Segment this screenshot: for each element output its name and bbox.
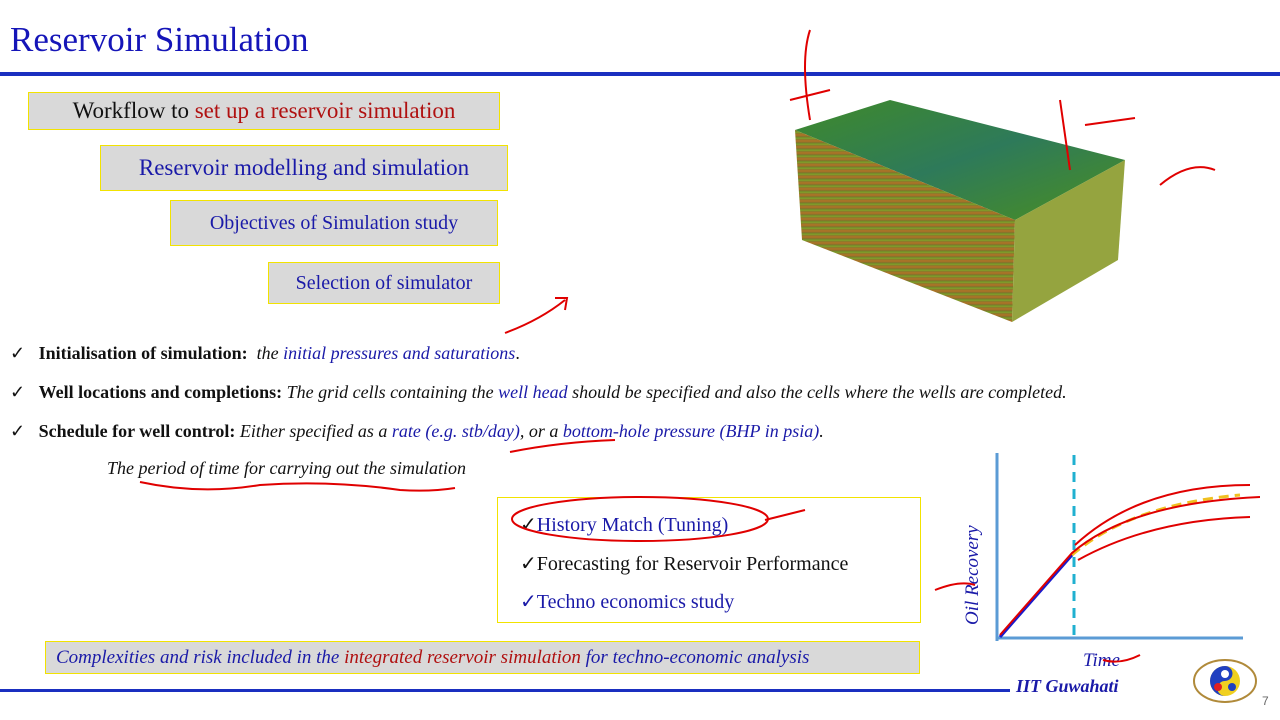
bullet-label: Well locations and completions: [38, 382, 283, 402]
note-highlight: integrated reservoir simulation [344, 646, 581, 668]
workflow-heading-box: Workflow to set up a reservoir simulatio… [28, 92, 500, 130]
reservoir-3d-model-image [795, 100, 1125, 322]
bullet-text: . [515, 343, 520, 363]
bullet-highlight: rate (e.g. stb/day) [391, 421, 520, 441]
bullet-label: Initialisation of simulation: [38, 343, 248, 363]
simulation-uses-box: ✓History Match (Tuning) ✓Forecasting for… [497, 497, 921, 623]
workflow-heading-prefix: Workflow to [72, 98, 195, 123]
check-icon: ✓ [520, 553, 537, 575]
x-axis-label: Time [1083, 650, 1120, 671]
footer-divider [0, 689, 1010, 692]
check-icon: ✓ [520, 514, 537, 536]
bullet-highlight: initial pressures and saturations [283, 343, 516, 363]
period-text: The period of time for carrying out the … [107, 458, 466, 478]
bullet-text: , or a [519, 421, 563, 441]
bullet-text: should be specified and also the cells w… [567, 382, 1067, 402]
bullet-text: the [256, 343, 284, 363]
workflow-step-modelling: Reservoir modelling and simulation [100, 145, 508, 191]
option-history-match: ✓History Match (Tuning) [520, 512, 728, 537]
check-icon: ✓ [10, 421, 26, 441]
handwritten-annotation [999, 484, 1260, 636]
page-number: 7 [1262, 694, 1269, 708]
oil-recovery-graph [995, 453, 1260, 641]
option-forecasting: ✓Forecasting for Reservoir Performance [520, 551, 848, 576]
institute-name: IIT Guwahati [1016, 676, 1119, 696]
check-icon: ✓ [520, 591, 537, 613]
note-text: Complexities and risk included in the [56, 646, 345, 668]
bullet-schedule: ✓ Schedule for well control: Either spec… [10, 421, 824, 442]
option-techno-economics: ✓Techno economics study [520, 589, 734, 614]
option-label: Techno economics study [536, 591, 735, 613]
forecast-curve [1071, 493, 1241, 557]
option-label: Forecasting for Reservoir Performance [536, 553, 849, 575]
y-axis-label: Oil Recovery [962, 525, 983, 625]
bullet-highlight: bottom-hole pressure (BHP in psia) [562, 421, 820, 441]
title-divider [0, 72, 1280, 76]
check-icon: ✓ [10, 343, 26, 363]
bullet-well-locations: ✓ Well locations and completions: The gr… [10, 382, 1067, 403]
bottom-note: Complexities and risk included in the in… [45, 641, 920, 674]
slide-title: Reservoir Simulation [10, 20, 309, 59]
bullet-text: . [819, 421, 824, 441]
block-side-face [1012, 160, 1125, 322]
workflow-step-simulator: Selection of simulator [268, 262, 500, 304]
option-label: History Match (Tuning) [536, 514, 729, 536]
bullet-text: The grid cells containing the [286, 382, 499, 402]
block-top-face [795, 100, 1125, 220]
block-front-face [795, 130, 1015, 322]
bullet-highlight: well head [498, 382, 568, 402]
bullet-label: Schedule for well control: [38, 421, 236, 441]
iit-guwahati-logo [1193, 659, 1257, 703]
workflow-heading-highlight: set up a reservoir simulation [194, 98, 456, 123]
note-text: for techno-economic analysis [580, 646, 810, 668]
bullet-text: Either specified as a [239, 421, 392, 441]
history-curve [998, 554, 1074, 638]
workflow-step-objectives: Objectives of Simulation study [170, 200, 498, 246]
bullet-initialisation: ✓ Initialisation of simulation: the init… [10, 343, 520, 364]
check-icon: ✓ [10, 382, 26, 402]
